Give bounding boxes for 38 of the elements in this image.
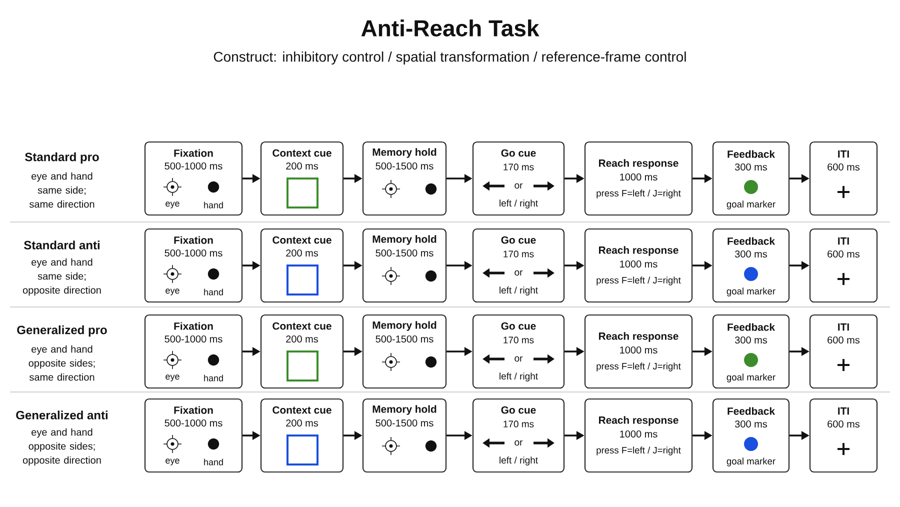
stage-box: ITI 600 ms: [809, 141, 878, 216]
row-heading: Standard pro: [25, 152, 99, 164]
stage-box: Feedback 300 ms goal marker: [712, 314, 790, 389]
row-description: eye and hand same side; same direction: [30, 172, 94, 208]
stage-box: Memory hold 500-1500 ms: [362, 141, 447, 216]
row-description: eye and hand opposite sides; opposite direction: [22, 428, 101, 466]
stage-box: Fixation 500-1000 ms eye hand: [144, 228, 243, 303]
row-heading: Standard anti: [24, 240, 100, 250]
row-description: eye and hand opposite sides; same direction: [28, 345, 95, 381]
subtitle: Construct: inhibitory control / spatial transformation / reference-frame control: [214, 51, 686, 65]
stage-box: Go cue 170 ms or left / right: [472, 314, 565, 389]
stage-box: Feedback 300 ms goal marker: [712, 228, 790, 303]
row-heading: Generalized pro: [17, 325, 107, 337]
stage-box: Memory hold 500-1500 ms: [362, 314, 447, 389]
stage-box: Context cue 200 ms: [260, 398, 344, 473]
stage-box: Context cue 200 ms: [260, 141, 344, 216]
stage-box: ITI 600 ms: [809, 398, 878, 473]
stage-box: Go cue 170 ms or left / right: [472, 398, 565, 473]
stage-box: Reach response 1000 ms press F=left / J=right: [584, 141, 693, 216]
stage-box: Fixation 500-1000 ms eye hand: [144, 314, 243, 389]
stage-box: Reach response 1000 ms press F=left / J=right: [584, 398, 693, 473]
stage-box: ITI 600 ms: [809, 314, 878, 389]
title: Anti-Reach Task: [361, 20, 540, 36]
stage-box: Memory hold 500-1500 ms: [362, 398, 447, 473]
stage-box: Reach response 1000 ms press F=left / J=right: [584, 228, 693, 303]
stage-box: Feedback 300 ms goal marker: [712, 398, 790, 473]
stage-box: ITI 600 ms: [809, 228, 878, 303]
row-heading: Generalized anti: [16, 410, 108, 420]
stage-box: Context cue 200 ms: [260, 314, 344, 389]
row-description: eye and hand same side; opposite direction: [22, 258, 101, 296]
stage-box: Reach response 1000 ms press F=left / J=right: [584, 314, 693, 389]
stage-box: Context cue 200 ms: [260, 228, 344, 303]
stage-box: Go cue 170 ms or left / right: [472, 141, 565, 216]
stage-box: Feedback 300 ms goal marker: [712, 141, 790, 216]
stage-box: Go cue 170 ms or left / right: [472, 228, 565, 303]
stage-box: Fixation 500-1000 ms eye hand: [144, 398, 243, 473]
stage-box: Memory hold 500-1500 ms: [362, 228, 447, 303]
stage-box: Fixation 500-1000 ms eye hand: [144, 141, 243, 216]
